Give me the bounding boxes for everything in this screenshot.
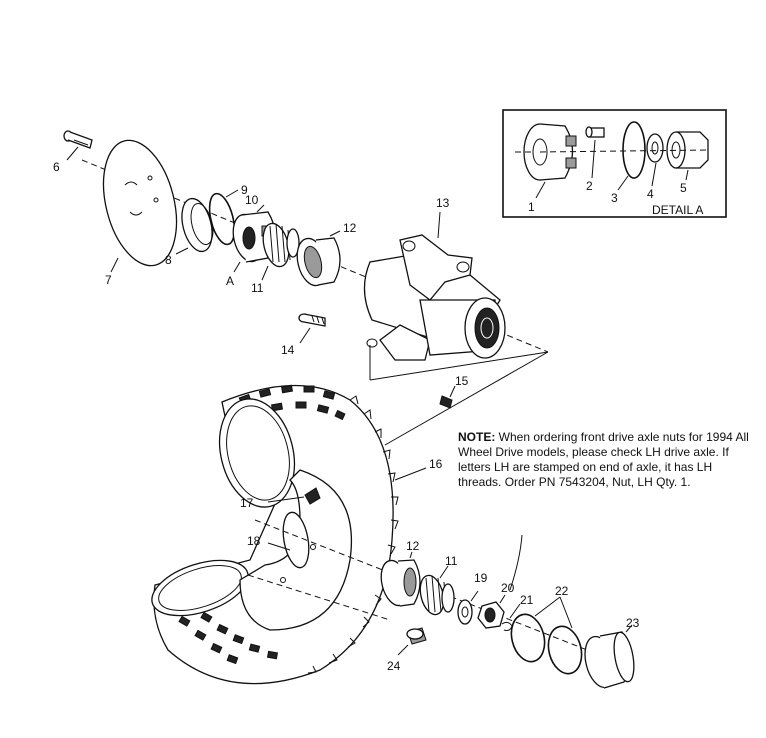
part-9-snap-ring: 9 — [208, 183, 248, 246]
detail-part-4 — [646, 133, 664, 163]
part-7-brake-disc: 7 — [102, 139, 178, 287]
callout-16: 16 — [429, 457, 443, 471]
callout-1: 1 — [528, 200, 535, 214]
callout-14: 14 — [281, 343, 295, 357]
part-18-rim-label: 18 — [247, 534, 291, 551]
callout-8: 8 — [165, 253, 172, 267]
callout-22: 22 — [555, 584, 569, 598]
detail-part-3 — [622, 121, 646, 179]
callout-5: 5 — [680, 181, 687, 195]
part-12-race-upper: 12 — [296, 221, 357, 287]
callout-15: 15 — [455, 374, 469, 388]
callout-17: 17 — [240, 496, 254, 510]
callout-11-lower: 11 — [445, 554, 458, 568]
part-14-bolt: 14 — [281, 313, 326, 357]
callout-19: 19 — [474, 571, 488, 585]
callout-12: 12 — [343, 221, 357, 235]
part-23-cap: 23 — [584, 616, 640, 689]
part-12-race-lower: 12 — [380, 539, 421, 607]
detail-a-label: DETAIL A — [652, 203, 703, 217]
callout-4: 4 — [647, 187, 654, 201]
callout-3: 3 — [611, 191, 618, 205]
part-17-valve-stem: 17 — [240, 487, 321, 510]
callout-18: 18 — [247, 534, 261, 548]
part-11-bearing-upper: 11 — [251, 222, 300, 295]
callout-23: 23 — [626, 616, 640, 630]
detail-a-box: DETAIL A — [502, 109, 727, 218]
part-19-washer: 19 — [457, 571, 488, 625]
part-21-cotter-pin: 21 — [501, 593, 534, 631]
callout-A: A — [226, 274, 234, 288]
part-20-nut: 20 — [477, 534, 523, 629]
part-15-fitting: 15 — [439, 374, 469, 409]
callout-24: 24 — [387, 659, 401, 673]
callout-13: 13 — [436, 196, 450, 210]
ordering-note: NOTE: When ordering front drive axle nut… — [458, 430, 758, 490]
note-heading: NOTE: — [458, 430, 496, 444]
part-16-tire: 16 — [151, 384, 443, 685]
part-8-seal: 8 — [165, 197, 214, 267]
part-22-o-rings: 22 — [510, 584, 583, 675]
part-13-wheel-hub: 13 — [363, 196, 506, 361]
callout-6: 6 — [53, 160, 60, 174]
note-body: When ordering front drive axle nuts for … — [458, 430, 749, 489]
callout-10: 10 — [245, 193, 259, 207]
part-11-bearing-lower: 11 — [419, 554, 458, 616]
callout-12-lower: 12 — [406, 539, 420, 553]
callout-11: 11 — [251, 281, 264, 295]
callout-9: 9 — [241, 183, 248, 197]
detail-part-2 — [585, 126, 605, 138]
part-24-cap-nut: 24 — [387, 627, 427, 673]
detail-part-1 — [515, 123, 577, 181]
callout-21: 21 — [520, 593, 534, 607]
callout-7: 7 — [105, 273, 112, 287]
part-6-bolt: 6 — [53, 130, 93, 174]
callout-2: 2 — [586, 179, 593, 193]
